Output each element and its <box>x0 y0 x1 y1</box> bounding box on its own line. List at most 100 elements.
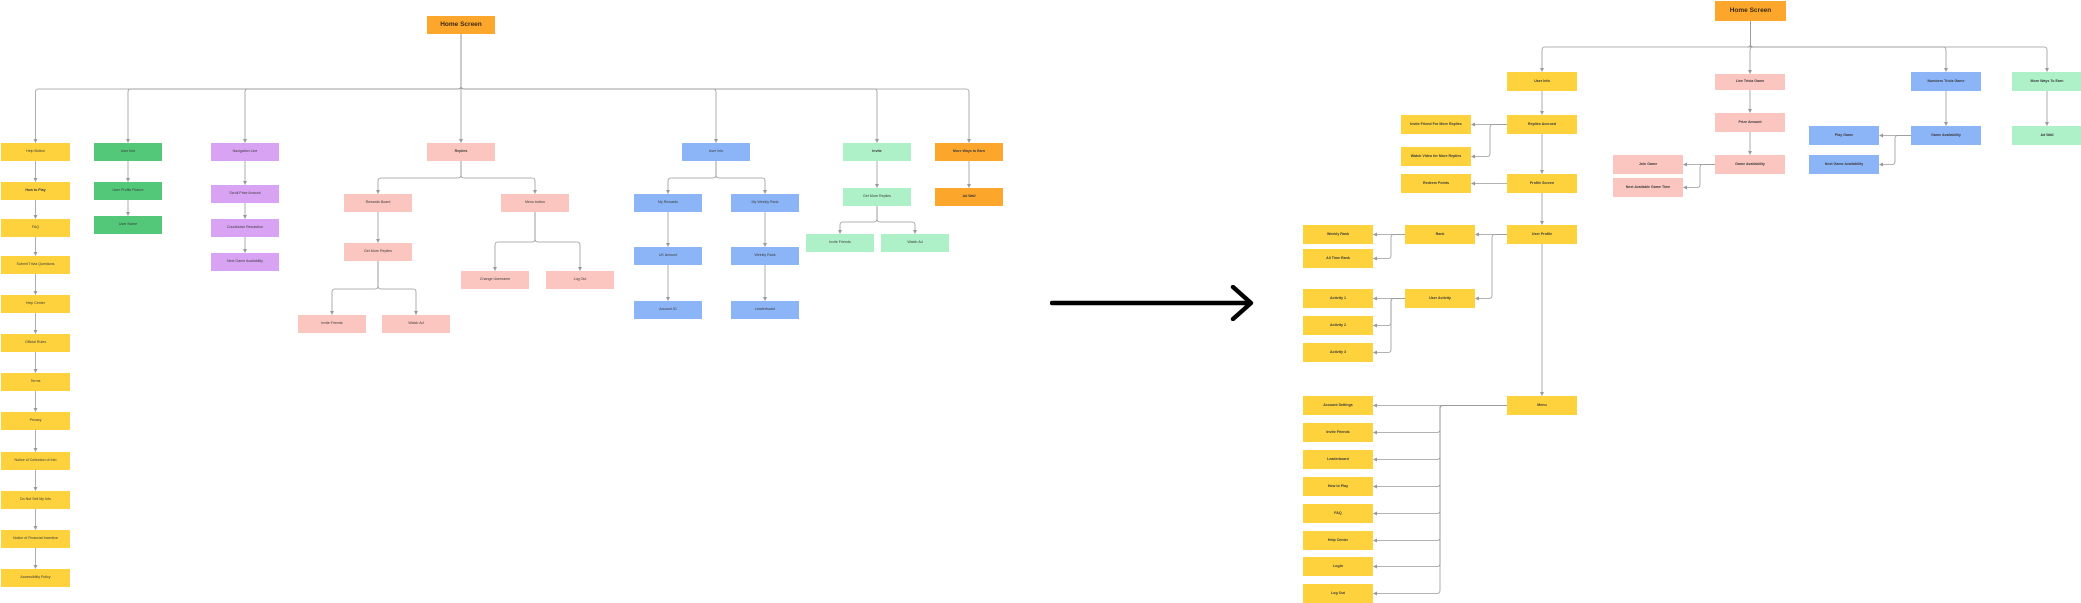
connector-line <box>666 161 717 194</box>
node-invite: Invite <box>843 143 911 161</box>
node-invite-watch-ad: Watch Ad <box>881 234 949 252</box>
node-user-profile-picture: User Profile Picture <box>94 182 162 200</box>
node-menu: Menu <box>1507 396 1577 415</box>
node-menu-leaderboard: Leaderboard <box>1303 450 1373 469</box>
node-how-to-play: How to Play <box>1 182 70 200</box>
connector-line <box>493 212 536 271</box>
connector-line <box>1540 21 1751 72</box>
node-log-out: Log Out <box>546 271 614 289</box>
node-next-game-availability-new: Next Game Availability <box>1809 155 1879 174</box>
node-accessibility-policy: Accessibility Policy <box>1 569 70 587</box>
node-help-center: Help Center <box>1 295 70 313</box>
node-my-rewards: My Rewards <box>634 194 702 212</box>
connector-line <box>1879 135 1911 167</box>
node-menu-login: Login <box>1303 557 1373 576</box>
node-menu-log-out: Log Out <box>1303 584 1373 603</box>
node-notice-financial-incentive: Notice of Financial Incentive <box>1 530 70 548</box>
connector-line <box>876 206 917 234</box>
connector-line <box>460 34 718 143</box>
node-official-rules: Official Rules <box>1 334 70 352</box>
node-weekly-rank-new: Weekly Rank <box>1303 225 1373 244</box>
node-numbers-trivia-game: Numbers Trivia Game <box>1911 72 1981 91</box>
connector-line <box>534 212 582 271</box>
node-activity-3: Activity 3 <box>1303 343 1373 362</box>
node-redeem-points: Redeem Points <box>1401 174 1471 193</box>
node-scroll-prize-amount: Scroll Prize Amount <box>211 185 279 203</box>
node-new-user-info: User Info <box>1507 72 1577 91</box>
node-weekly-rank: Weekly Rank <box>731 247 799 265</box>
connector-line <box>1373 405 1507 596</box>
node-account-settings: Account Settings <box>1303 396 1373 415</box>
node-ad-wall: Ad Wall <box>935 188 1003 206</box>
big-right-arrow-icon <box>1050 285 1254 321</box>
node-profile-screen: Profile Screen <box>1507 174 1577 193</box>
node-play-game: Play Game <box>1809 126 1879 145</box>
connector-line <box>33 34 462 143</box>
node-live-trivia-game: Live Trivia Game <box>1715 74 1785 90</box>
node-menu-button: Menu button <box>501 194 569 212</box>
node-menu-faq: FAQ <box>1303 504 1373 523</box>
node-user-name: User Name <box>94 216 162 234</box>
connector-line <box>460 34 879 143</box>
node-invite-get-more-replies: Get More Replies <box>843 188 911 206</box>
node-leaderboard: Leaderboard <box>731 301 799 319</box>
node-terms: Terms <box>1 373 70 391</box>
node-new-more-ways-to-earn: More Ways To Earn <box>2012 72 2081 91</box>
node-user-info-blue: User Info <box>682 143 750 161</box>
connector-line <box>460 161 537 194</box>
node-activity-1: Activity 1 <box>1303 289 1373 308</box>
node-faq: FAQ <box>1 219 70 237</box>
node-user-profile: User Profile <box>1507 225 1577 244</box>
connector-line <box>460 34 971 143</box>
node-uk-amount: UK Amount <box>634 247 702 265</box>
connector-line <box>1471 124 1507 159</box>
node-privacy: Privacy <box>1 412 70 430</box>
node-notice-of-collection: Notice of Collection of Info <box>1 452 70 470</box>
connector-line <box>1475 234 1507 301</box>
connector-line <box>1750 21 2049 72</box>
node-user-activity: User Activity <box>1405 289 1475 308</box>
connector-line <box>1750 21 1948 72</box>
node-countdown-resolution: Countdown Resolution <box>211 219 279 237</box>
connector-line <box>715 161 767 194</box>
connector-line <box>376 161 462 194</box>
node-prize-amount: Prize Amount <box>1715 113 1785 132</box>
node-submit-trivia-questions: Submit Trivia Questions <box>1 256 70 274</box>
node-rewards-board: Rewards Board <box>344 194 412 212</box>
connector-line <box>1373 298 1405 328</box>
node-new-ad-wall: Ad Wall <box>2012 126 2081 145</box>
node-get-more-replies: Get More Replies <box>344 243 412 261</box>
node-change-username: Change Username <box>461 271 529 289</box>
connector-line <box>330 261 379 315</box>
node-menu-invite-friends: Invite Friends <box>1303 423 1373 442</box>
node-invite-invite-friends: Invite Friends <box>806 234 874 252</box>
node-activity-2: Activity 2 <box>1303 316 1373 335</box>
node-replies-accrued: Replies Accrued <box>1507 115 1577 134</box>
node-invite-friend-for-more-replies: Invite Friend For More Replies <box>1401 115 1471 134</box>
node-replies: Replies <box>427 143 495 161</box>
node-help-button: Help Button <box>1 143 70 161</box>
node-navigation-line: Navigation Line <box>211 143 279 161</box>
node-account-id: Account ID <box>634 301 702 319</box>
node-user-info-green: User Info <box>94 143 162 161</box>
node-watch-ad: Watch Ad <box>382 315 450 333</box>
node-my-weekly-rank: My Weekly Rank <box>731 194 799 212</box>
node-watch-video-for-more-replies: Watch Video for More Replies <box>1401 147 1471 166</box>
node-more-ways-to-earn: More Ways to Earn <box>935 143 1003 161</box>
node-all-time-rank: All Time Rank <box>1303 249 1373 268</box>
node-do-not-sell: Do Not Sell My Info <box>1 491 70 509</box>
node-game-availability-live: Game Availability <box>1715 155 1785 174</box>
connector-line <box>838 206 878 234</box>
node-game-availability-numbers: Game Availability <box>1911 126 1981 145</box>
node-next-game-availability: Next Game Availability <box>211 253 279 271</box>
node-invite-friends: Invite Friends <box>298 315 366 333</box>
connector-line <box>243 34 462 143</box>
connector-line <box>377 261 418 315</box>
node-menu-how-to-play: How to Play <box>1303 477 1373 496</box>
node-menu-help-center: Help Center <box>1303 531 1373 550</box>
connector-line <box>1683 164 1715 190</box>
home-screen-node-new: Home Screen <box>1715 1 1786 21</box>
node-next-available-game-time: Next Available Game Time <box>1613 178 1683 197</box>
node-join-game: Join Game <box>1613 155 1683 174</box>
